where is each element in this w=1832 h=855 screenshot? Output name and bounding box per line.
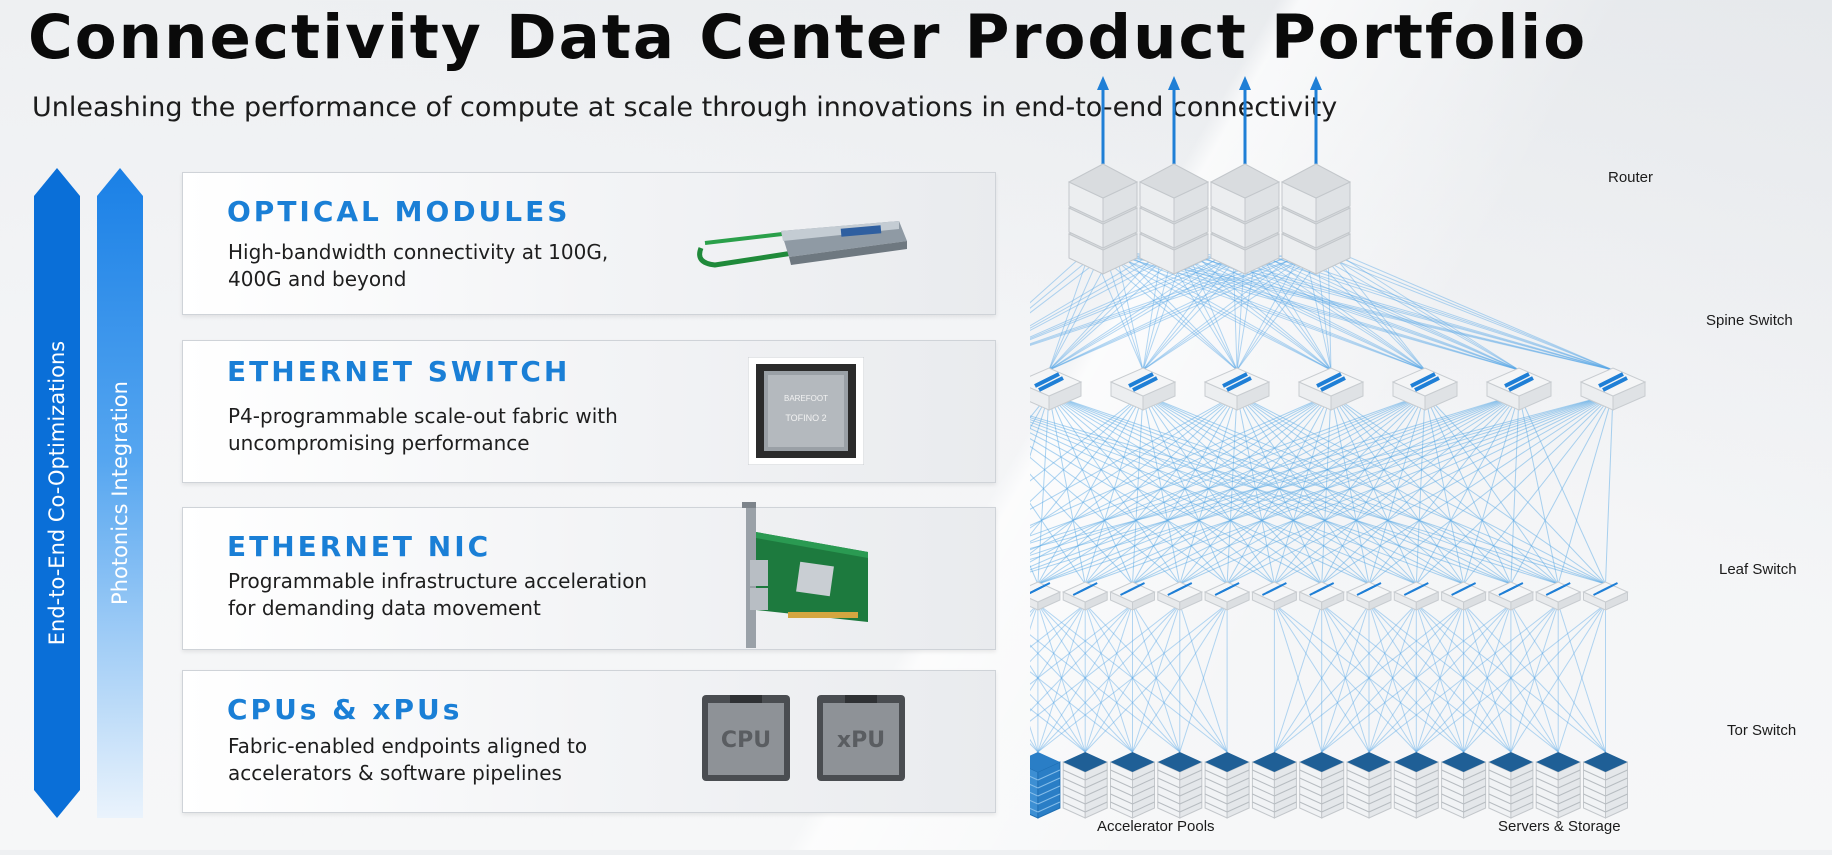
page-title: Connectivity Data Center Product Portfol… [28, 2, 1588, 73]
uplink-arrowhead [1097, 76, 1109, 90]
chip-text-2: TOFINO 2 [785, 413, 826, 423]
leaf-switch-icon [1534, 581, 1582, 611]
leaf-switch-icon [1582, 581, 1629, 611]
photonics-arrow: Photonics Integration [97, 168, 143, 818]
router-icon [1280, 163, 1352, 275]
co-optimization-arrow: End-to-End Co-Optimizations [34, 168, 80, 818]
server-node-icon [1251, 752, 1297, 819]
photonics-label: Photonics Integration [108, 381, 132, 605]
uplink-arrowhead [1310, 76, 1322, 90]
uplink-arrowhead [1239, 76, 1251, 90]
product-desc-line1: High-bandwidth connectivity at 100G, [228, 240, 609, 264]
server-node-icon [1299, 752, 1345, 819]
leaf-switch-label: Leaf Switch [1719, 561, 1797, 578]
product-desc-line2: accelerators & software pipelines [228, 761, 562, 785]
product-card-ethernet-switch: ETHERNET SWITCH P4-programmable scale-ou… [182, 340, 996, 483]
product-title: ETHERNET SWITCH [227, 355, 571, 388]
network-topology-diagram: Router Spine Switch Leaf Switch Tor Swit… [872, 76, 1832, 850]
server-node-icon [1204, 752, 1250, 819]
spine-switch-label: Spine Switch [1706, 312, 1793, 329]
leaf-switch-icon [1487, 581, 1535, 611]
chip-text-1: BAREFOOT [784, 394, 828, 403]
leaf-switch-icon [1345, 581, 1393, 611]
processor-chip-icon: CPU [702, 695, 790, 781]
product-title: ETHERNET NIC [227, 530, 492, 563]
spine-switch-icon [1391, 367, 1459, 411]
chip-label-cpu: CPU [721, 728, 771, 753]
spine-switch-icon [1109, 367, 1177, 411]
page-subtitle: Unleashing the performance of compute at… [32, 92, 1338, 123]
product-desc-line1: Fabric-enabled endpoints aligned to [228, 734, 588, 758]
server-node-icon [1346, 752, 1392, 819]
leaf-switch-icon [1440, 581, 1487, 611]
server-node-icon [1535, 752, 1581, 819]
product-card-ethernet-nic: ETHERNET NIC Programmable infrastructure… [182, 502, 996, 650]
spine-switch-icon [1203, 367, 1271, 411]
product-title: CPUs & xPUs [227, 693, 463, 726]
optical-transceiver-icon [697, 221, 907, 268]
leaf-switch-icon [1014, 581, 1062, 611]
server-node-icon [1583, 752, 1628, 819]
leaf-switch-icon [1251, 581, 1298, 611]
product-desc-line2: uncompromising performance [228, 431, 530, 455]
server-node-icon [1441, 752, 1487, 819]
leaf-switch-icon [1061, 581, 1109, 611]
tor-switch-label: Tor Switch [1727, 722, 1797, 739]
chip-label-xpu: xPU [837, 728, 885, 753]
server-node-icon [1157, 752, 1203, 819]
switch-chip-icon: BAREFOOT TOFINO 2 [748, 357, 864, 465]
network-card-icon [742, 502, 868, 648]
router-icon [1067, 163, 1139, 275]
product-desc-line2: for demanding data movement [228, 596, 541, 620]
servers-storage-label: Servers & Storage [1498, 818, 1621, 835]
accelerator-pools-label: Accelerator Pools [1097, 818, 1215, 835]
accelerator-node-icon [1015, 752, 1061, 819]
product-desc-line2: 400G and beyond [228, 267, 407, 291]
leaf-switch-icon [1156, 581, 1204, 611]
product-card-cpus-xpus: CPUs & xPUs Fabric-enabled endpoints ali… [182, 670, 996, 813]
product-card-optical-modules: OPTICAL MODULES High-bandwidth connectiv… [182, 172, 996, 315]
router-icon [1138, 163, 1210, 275]
product-desc-line1: Programmable infrastructure acceleration [228, 569, 648, 593]
product-title: OPTICAL MODULES [227, 195, 571, 228]
router-label: Router [1608, 169, 1654, 186]
uplink-arrowhead [1168, 76, 1180, 90]
spine-switch-icon [1485, 367, 1553, 411]
server-node-icon [1393, 752, 1439, 819]
leaf-switch-icon [1298, 581, 1345, 611]
spine-switch-icon [1579, 367, 1647, 411]
server-node-icon [1488, 752, 1534, 819]
leaf-switch-icon [1203, 581, 1251, 611]
spine-switch-icon [1297, 367, 1365, 411]
network-topology-svg [872, 76, 1647, 819]
router-icon [1209, 163, 1281, 275]
server-node-icon [1110, 752, 1155, 819]
leaf-switch-icon [1393, 581, 1440, 611]
leaf-switch-icon [1109, 581, 1156, 611]
co-optimization-label: End-to-End Co-Optimizations [45, 340, 69, 646]
processor-chip-icon: xPU [817, 695, 905, 781]
product-desc-line1: P4-programmable scale-out fabric with [228, 404, 618, 428]
server-node-icon [1062, 752, 1108, 819]
